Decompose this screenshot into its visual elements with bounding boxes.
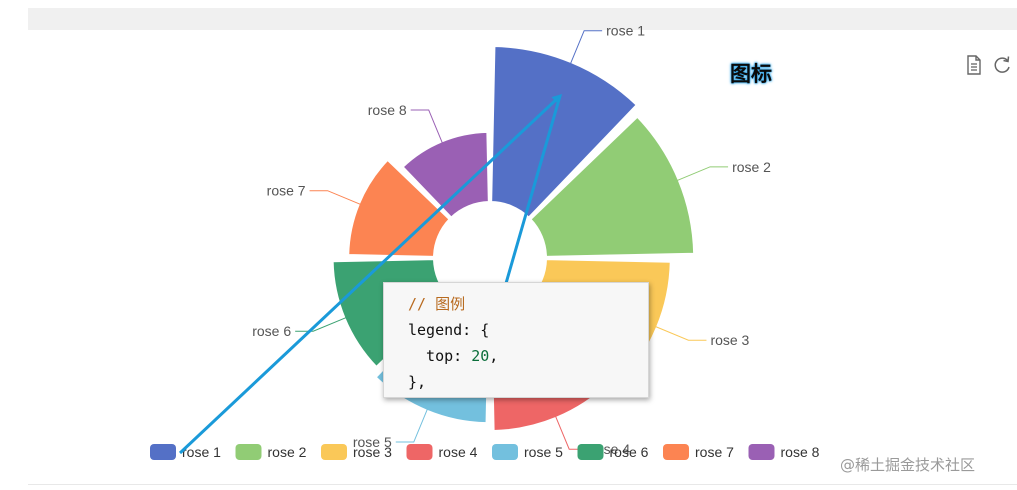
toolbox bbox=[964, 54, 1012, 76]
data-view-icon[interactable] bbox=[964, 54, 984, 76]
code-top-value: 20 bbox=[471, 347, 490, 365]
legend-label: rose 2 bbox=[268, 444, 307, 460]
label-leader-line bbox=[295, 315, 351, 332]
code-top-key: top: bbox=[408, 347, 472, 365]
legend-label: rose 6 bbox=[610, 444, 649, 460]
legend-label: rose 1 bbox=[182, 444, 221, 460]
legend-swatch bbox=[235, 444, 262, 460]
rose-slice[interactable] bbox=[401, 130, 490, 219]
legend-item[interactable]: rose 7 bbox=[663, 444, 734, 460]
annotation-arrow-code bbox=[493, 95, 562, 321]
legend-item[interactable]: rose 3 bbox=[321, 444, 392, 460]
slice-label: rose 6 bbox=[252, 323, 291, 339]
legend-label: rose 5 bbox=[524, 444, 563, 460]
legend-item[interactable]: rose 2 bbox=[235, 444, 307, 460]
arrows-layer bbox=[178, 93, 563, 455]
annotation-arrow-chart bbox=[178, 93, 563, 455]
legend-swatch bbox=[663, 444, 689, 460]
legend-item[interactable]: rose 1 bbox=[150, 444, 221, 460]
legend-label: rose 3 bbox=[353, 444, 392, 460]
slice-label: rose 3 bbox=[710, 332, 749, 348]
watermark: @稀土掘金技术社区 bbox=[840, 456, 976, 474]
legend-item[interactable]: rose 4 bbox=[406, 444, 478, 460]
slice-label: rose 8 bbox=[368, 102, 407, 118]
legend-swatch bbox=[406, 444, 433, 460]
legend-swatch bbox=[321, 444, 347, 460]
code-line-close: }, bbox=[408, 373, 427, 391]
code-callout: // 图例 legend: { top: 20, }, bbox=[383, 282, 649, 398]
code-line-top: top: 20, bbox=[408, 343, 648, 369]
label-leader-line bbox=[395, 404, 430, 443]
legend-layer: rose 1 rose 2 rose 3 rose 4 rose 5 rose 6 rose… bbox=[150, 444, 820, 460]
label-leader-line bbox=[672, 166, 729, 183]
code-comment: // 图例 bbox=[408, 295, 466, 313]
rose-slice[interactable] bbox=[347, 158, 451, 258]
legend-item[interactable]: rose 6 bbox=[577, 444, 649, 460]
rose-slice[interactable] bbox=[529, 115, 696, 258]
slice-label: rose 7 bbox=[267, 183, 306, 199]
top-bar bbox=[28, 8, 1017, 30]
legend-label: rose 8 bbox=[781, 444, 820, 460]
slice-label: rose 5 bbox=[353, 434, 392, 450]
label-leader-line bbox=[309, 190, 365, 207]
legend-swatch bbox=[577, 444, 604, 460]
label-leader-line bbox=[410, 109, 445, 148]
legend-label: rose 4 bbox=[439, 444, 478, 460]
rose-slice[interactable] bbox=[490, 45, 638, 219]
slice-label: rose 1 bbox=[606, 23, 645, 39]
code-line-legend: legend: { bbox=[408, 321, 490, 339]
legend-swatch bbox=[150, 444, 176, 460]
bottom-divider bbox=[28, 484, 1017, 485]
legend-swatch bbox=[492, 444, 518, 460]
slice-label: rose 2 bbox=[732, 159, 771, 175]
legend-label: rose 7 bbox=[695, 444, 734, 460]
label-leader-line bbox=[651, 324, 707, 341]
code-top-end: , bbox=[489, 347, 499, 365]
annotation-title: 图标 bbox=[730, 62, 772, 86]
legend-swatch bbox=[748, 444, 775, 460]
label-leader-line bbox=[568, 30, 603, 68]
legend-item[interactable]: rose 8 bbox=[748, 444, 820, 460]
restore-icon[interactable] bbox=[992, 54, 1012, 76]
legend-item[interactable]: rose 5 bbox=[492, 444, 563, 460]
